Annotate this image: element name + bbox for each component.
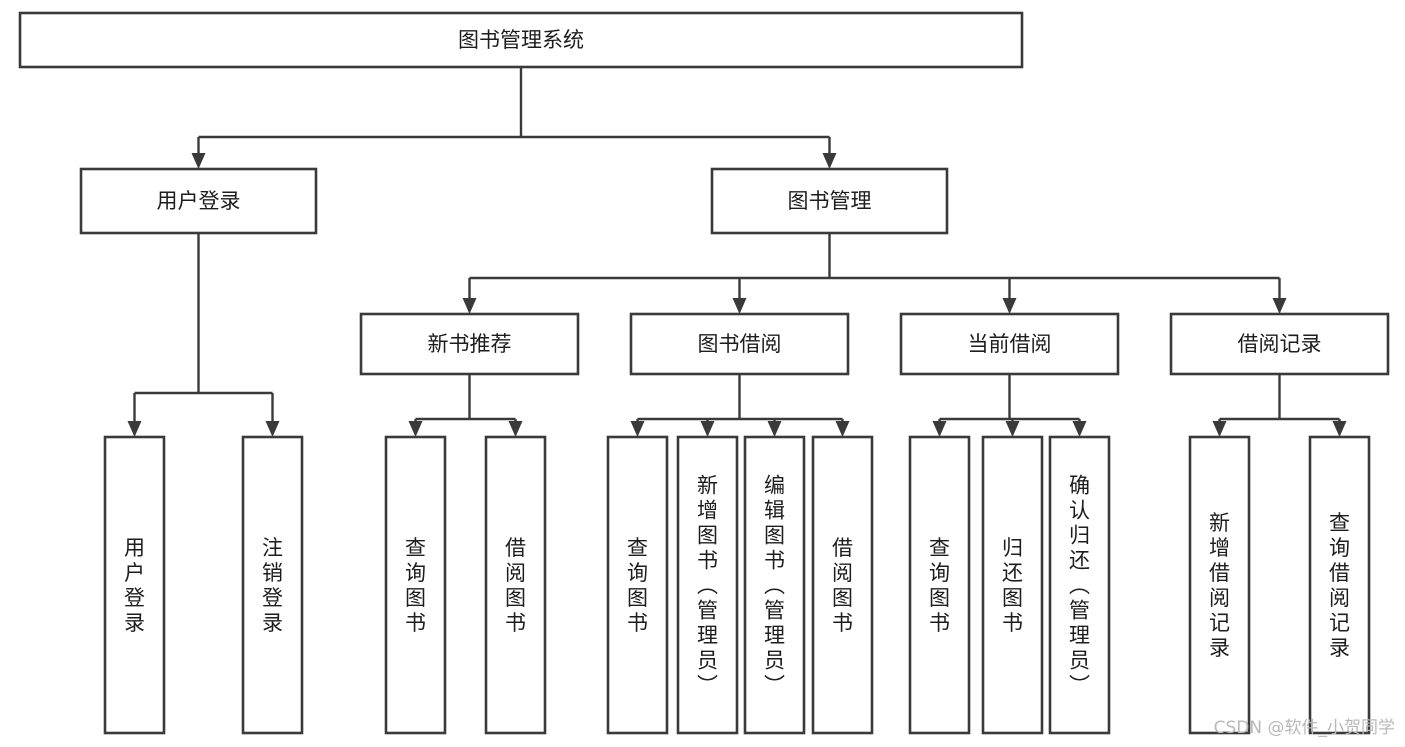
arrow-head-borrow-record	[1272, 298, 1287, 314]
node-label-new-book-rec: 新书推荐	[428, 332, 512, 356]
node-box-leaf-return-book	[981, 435, 1044, 735]
node-leaf-user-login[interactable]: 用户登录	[103, 435, 166, 735]
node-leaf-edit-book[interactable]: 编辑图书︵管理员︶	[743, 435, 806, 735]
node-leaf-query-book-3[interactable]: 查询图书	[908, 435, 971, 735]
node-box-leaf-query-book-3	[908, 435, 971, 735]
node-box-leaf-user-login	[103, 435, 166, 735]
node-box-leaf-query-book-2	[606, 435, 669, 735]
node-box-leaf-user-logout	[241, 435, 304, 735]
node-label-leaf-borrow-book-2: 借阅图书	[832, 536, 853, 635]
node-book-manage[interactable]: 图书管理	[710, 167, 949, 235]
node-label-leaf-query-record: 查询借阅记录	[1329, 511, 1350, 660]
arrow-head-leaf-query-book-3	[932, 421, 947, 437]
node-current-borrow[interactable]: 当前借阅	[899, 312, 1120, 376]
arrow-head-leaf-user-login	[127, 421, 142, 437]
node-box-user-login	[79, 167, 318, 235]
node-leaf-query-book-2[interactable]: 查询图书	[606, 435, 669, 735]
node-leaf-add-book[interactable]: 新增图书︵管理员︶	[676, 435, 739, 735]
node-label-book-manage: 图书管理	[788, 189, 872, 213]
node-user-login[interactable]: 用户登录	[79, 167, 318, 235]
node-label-user-login: 用户登录	[157, 189, 241, 213]
arrow-head-leaf-add-record	[1212, 421, 1227, 437]
arrow-head-user-login	[191, 153, 206, 169]
arrow-head-leaf-query-book-2	[630, 421, 645, 437]
node-leaf-confirm-return[interactable]: 确认归还︵管理员︶	[1048, 435, 1111, 735]
node-box-leaf-borrow-book-1	[484, 435, 547, 735]
arrow-head-book-manage	[822, 153, 837, 169]
node-box-root	[18, 11, 1024, 69]
csdn-watermark: CSDN @软件_小贺同学	[1214, 718, 1395, 738]
node-label-leaf-return-book: 归还图书	[1002, 536, 1023, 635]
node-root[interactable]: 图书管理系统	[18, 11, 1024, 69]
node-new-book-rec[interactable]: 新书推荐	[359, 312, 580, 376]
arrow-head-leaf-edit-book	[767, 421, 782, 437]
node-box-leaf-confirm-return	[1048, 435, 1111, 735]
node-leaf-query-book-1[interactable]: 查询图书	[384, 435, 447, 735]
node-label-leaf-query-book-1: 查询图书	[405, 536, 426, 635]
node-label-leaf-confirm-return: 确认归还︵管理员︶	[1069, 474, 1090, 698]
node-leaf-add-record[interactable]: 新增借阅记录	[1188, 435, 1251, 735]
node-borrow-record[interactable]: 借阅记录	[1169, 312, 1390, 376]
node-label-leaf-query-book-3: 查询图书	[929, 536, 950, 635]
node-leaf-borrow-book-1[interactable]: 借阅图书	[484, 435, 547, 735]
node-layer: 图书管理系统用户登录图书管理新书推荐图书借阅当前借阅借阅记录用户登录注销登录查询…	[18, 11, 1390, 735]
node-label-leaf-user-logout: 注销登录	[262, 536, 283, 635]
node-leaf-borrow-book-2[interactable]: 借阅图书	[811, 435, 874, 735]
node-box-leaf-query-book-1	[384, 435, 447, 735]
arrow-head-leaf-borrow-book-2	[835, 421, 850, 437]
arrow-head-leaf-return-book	[1005, 421, 1020, 437]
node-leaf-return-book[interactable]: 归还图书	[981, 435, 1044, 735]
arrow-head-current-borrow	[1002, 298, 1017, 314]
arrow-head-leaf-borrow-book-1	[508, 421, 523, 437]
node-box-leaf-add-book	[676, 435, 739, 735]
connector-layer	[127, 67, 1347, 437]
arrow-head-leaf-user-logout	[265, 421, 280, 437]
node-box-book-borrow	[629, 312, 850, 376]
node-label-book-borrow: 图书借阅	[698, 332, 782, 356]
node-label-current-borrow: 当前借阅	[968, 332, 1052, 356]
node-box-borrow-record	[1169, 312, 1390, 376]
node-label-leaf-edit-book: 编辑图书︵管理员︶	[764, 474, 785, 698]
node-box-leaf-borrow-book-2	[811, 435, 874, 735]
arrow-head-leaf-query-record	[1332, 421, 1347, 437]
node-box-new-book-rec	[359, 312, 580, 376]
node-leaf-query-record[interactable]: 查询借阅记录	[1308, 435, 1371, 735]
node-label-borrow-record: 借阅记录	[1238, 332, 1322, 356]
node-label-leaf-query-book-2: 查询图书	[627, 536, 648, 635]
node-box-current-borrow	[899, 312, 1120, 376]
arrow-head-leaf-confirm-return	[1072, 421, 1087, 437]
node-label-root: 图书管理系统	[458, 28, 584, 52]
node-label-leaf-add-book: 新增图书︵管理员︶	[697, 474, 718, 698]
node-box-leaf-edit-book	[743, 435, 806, 735]
node-label-leaf-user-login: 用户登录	[124, 536, 145, 635]
node-box-leaf-add-record	[1188, 435, 1251, 735]
node-box-book-manage	[710, 167, 949, 235]
arrow-head-leaf-query-book-1	[408, 421, 423, 437]
arrow-head-book-borrow	[732, 298, 747, 314]
node-box-leaf-query-record	[1308, 435, 1371, 735]
arrow-head-new-book-rec	[462, 298, 477, 314]
arrow-head-leaf-add-book	[700, 421, 715, 437]
node-label-leaf-borrow-book-1: 借阅图书	[505, 536, 526, 635]
node-book-borrow[interactable]: 图书借阅	[629, 312, 850, 376]
node-label-leaf-add-record: 新增借阅记录	[1209, 511, 1230, 660]
node-leaf-user-logout[interactable]: 注销登录	[241, 435, 304, 735]
